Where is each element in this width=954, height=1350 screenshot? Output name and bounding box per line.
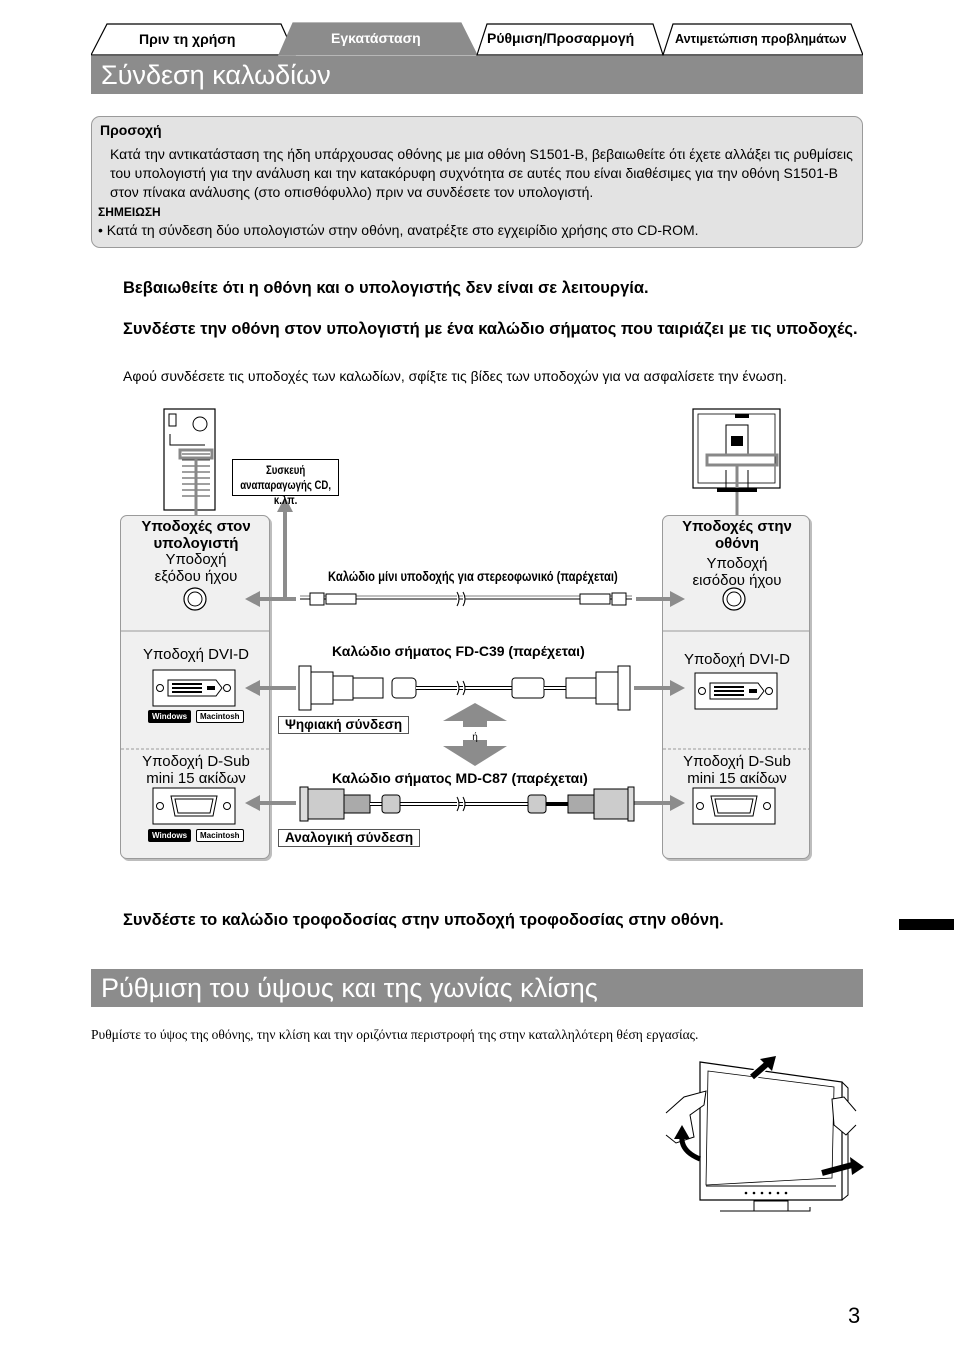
caution-box: Προσοχή Κατά την αντικατάσταση της ήδη υ… (91, 116, 863, 248)
section-title-height-tilt: Ρύθμιση του ύψους και της γωνίας κλίσης (91, 969, 863, 1007)
pc-audio-out-label: Υποδοχή εξόδου ήχου (154, 551, 238, 585)
audio-cable-illustration (300, 591, 632, 607)
dvi-cable-illustration (298, 665, 631, 711)
windows-badge: Windows (148, 829, 192, 842)
dvi-cable-label: Καλώδιο σήματος FD-C39 (παρέχεται) (332, 643, 585, 659)
step-2: Συνδέστε την οθόνη στον υπολογιστή με έν… (123, 320, 858, 338)
tab-shapes (91, 22, 863, 56)
monitor-rear-illustration (692, 408, 781, 515)
tab-before-use[interactable]: Πριν τη χρήση (139, 31, 236, 47)
section-2-body: Ρυθμίστε το ύψος της οθόνης, την κλίση κ… (91, 1027, 699, 1042)
audio-cable-label: Καλώδιο μίνι υποδοχής για στερεοφωνικό (… (328, 568, 618, 584)
step-2-note: Αφού συνδέσετε τις υποδοχές των καλωδίων… (123, 368, 787, 384)
pc-dvi-label: Υποδοχή DVI-D (143, 646, 249, 663)
dsub-cable-illustration (299, 786, 635, 822)
pc-dvi-port (152, 669, 236, 707)
pc-tower-illustration (163, 408, 216, 515)
pc-dsub-label: Υποδοχή D-Sub mini 15 ακίδων (142, 753, 250, 787)
caution-body: Κατά την αντικατάσταση της ήδη υπάρχουσα… (110, 146, 853, 200)
digital-connection-tag: Ψηφιακή σύνδεση (278, 716, 410, 734)
chapter-side-marker (899, 919, 954, 930)
monitor-adjustment-illustration (665, 1056, 864, 1212)
pc-connectors-title: Υποδοχές στον υπολογιστή (141, 518, 251, 552)
monitor-dsub-label: Υποδοχή D-Sub mini 15 ακίδων (683, 753, 791, 787)
caution-title: Προσοχή (100, 122, 162, 138)
monitor-audio-in-label: Υποδοχή εισόδου ήχου (692, 555, 782, 589)
page-number: 3 (848, 1303, 861, 1328)
tab-troubleshooting[interactable]: Αντιμετώπιση προβλημάτων (675, 32, 847, 46)
step-1: Βεβαιωθείτε ότι η οθόνη και ο υπολογιστή… (123, 279, 649, 297)
macintosh-badge: Macintosh (196, 710, 244, 723)
diagram-graphics (121, 408, 809, 825)
or-label: ή (472, 732, 478, 743)
monitor-dvi-port (694, 672, 778, 710)
tab-settings[interactable]: Ρύθμιση/Προσαρμογή (487, 30, 635, 46)
note-title: ΣΗΜΕΙΩΣΗ (98, 205, 161, 219)
step-3: Συνδέστε το καλώδιο τροφοδοσίας στην υπο… (123, 911, 724, 929)
monitor-dvi-label: Υποδοχή DVI-D (684, 651, 790, 668)
macintosh-badge: Macintosh (196, 829, 244, 842)
cd-device-box: Συσκευή αναπαραγωγής CD, κ.λπ. (232, 459, 339, 507)
dsub-cable-label: Καλώδιο σήματος MD-C87 (παρέχεται) (332, 770, 588, 786)
or-double-arrow (443, 703, 507, 766)
chapter-tabs: Πριν τη χρήση Εγκατάσταση Ρύθμιση/Προσαρ… (91, 22, 863, 56)
note-body: • Κατά τη σύνδεση δύο υπολογιστών στην ο… (98, 222, 699, 238)
tab-installation[interactable]: Εγκατάσταση (331, 30, 421, 46)
windows-badge: Windows (148, 710, 192, 723)
pc-dsub-port (152, 787, 236, 825)
monitor-dsub-port (692, 787, 776, 825)
analog-connection-tag: Αναλογική σύνδεση (278, 829, 421, 847)
monitor-connectors-title: Υποδοχές στην οθόνη (682, 518, 792, 552)
section-title-cable-connection: Σύνδεση καλωδίων (91, 56, 863, 94)
